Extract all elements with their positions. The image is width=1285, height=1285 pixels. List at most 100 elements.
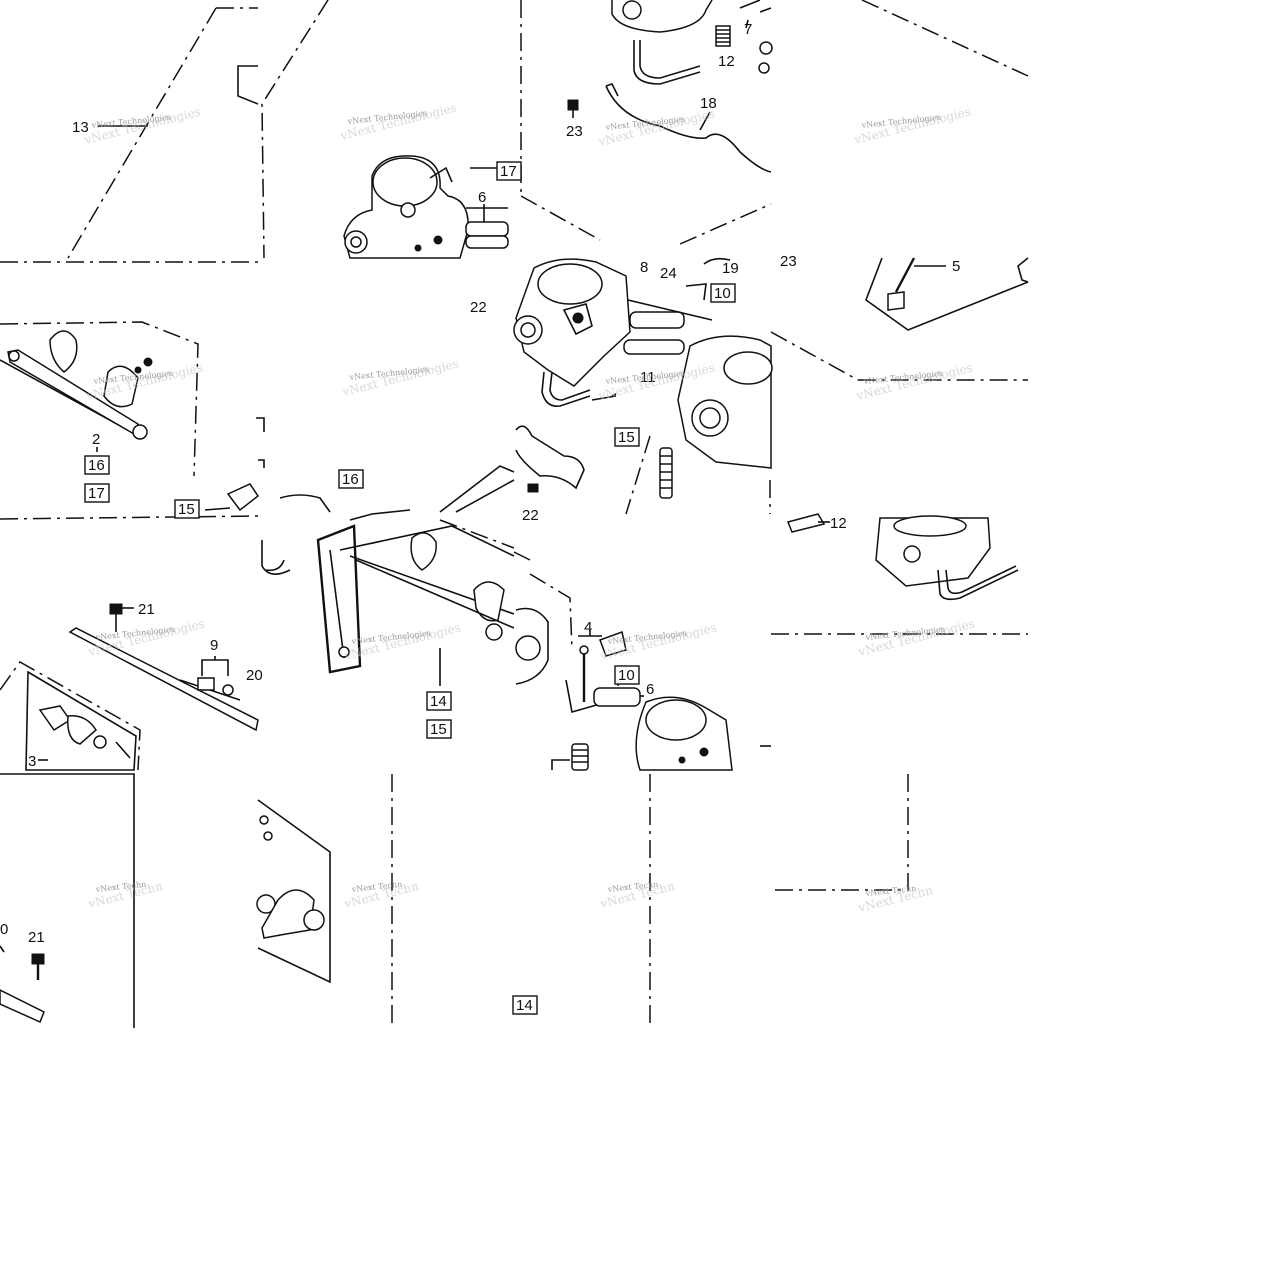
- pulley-bracket: [256, 815, 325, 939]
- tile-r4-c1: [0, 773, 135, 1028]
- label-box-15b: [174, 499, 200, 519]
- tile-r2-c1: [0, 321, 260, 520]
- label-17a: 17: [500, 163, 517, 180]
- label-box-15c: [426, 719, 452, 739]
- label-13: 13: [72, 119, 89, 136]
- screw-23: [567, 99, 579, 118]
- label-box-17a: [496, 161, 522, 181]
- carburetor-lower: [635, 696, 733, 771]
- bolt-21b: [31, 953, 45, 980]
- throttle-rod-9: [68, 627, 259, 732]
- label-9: 9: [210, 637, 218, 654]
- throttle-link-bar: [316, 524, 362, 674]
- label-21b: 21: [28, 929, 45, 946]
- label-box-16b: [338, 469, 364, 489]
- label-4: 4: [584, 619, 592, 636]
- label-6b: 6: [646, 681, 654, 698]
- tile-r2-c2: [256, 417, 515, 513]
- label-10a: 10: [714, 285, 731, 302]
- label-16a: 16: [88, 457, 105, 474]
- label-15a: 15: [618, 429, 635, 446]
- label-12a: 12: [718, 53, 735, 70]
- label-14b: 14: [516, 997, 533, 1014]
- label-16b: 16: [342, 471, 359, 488]
- spring-lower: [571, 743, 589, 771]
- label-box-10a: [710, 283, 736, 303]
- throttle-shaft-2: [7, 349, 148, 440]
- spring-12: [715, 25, 731, 47]
- label-22a: 22: [470, 299, 487, 316]
- label-box-14a: [426, 691, 452, 711]
- carburetor-left: [513, 258, 631, 408]
- tile-r1-c2: [261, 0, 509, 259]
- label-23a: 23: [566, 123, 583, 140]
- tile-r3-c4: [771, 513, 1028, 635]
- label-6a: 6: [478, 189, 486, 206]
- label-11: 11: [640, 369, 656, 386]
- tile-r2-c3: [513, 257, 773, 515]
- part-labels: 13 12 7 18 23 23 6 17 22 8 24 19 10 11 15 5 21 6 17 15 16 12 2…: [0, 21, 960, 1015]
- label-7: 7: [744, 21, 752, 38]
- tile-r2-c4: [770, 257, 1029, 381]
- label-box-17b: [84, 483, 110, 503]
- screw-22: [527, 483, 539, 493]
- carburetor-bowl: [875, 515, 1019, 601]
- tile-r1-c4: [861, 0, 1029, 77]
- label-box-10b: [614, 665, 640, 685]
- label-10b: 10: [618, 667, 635, 684]
- connector-pipe: [465, 207, 509, 249]
- label-8: 8: [640, 259, 648, 276]
- label-18: 18: [700, 95, 717, 112]
- label-20: 20: [246, 667, 263, 684]
- label-23b: 23: [780, 253, 797, 270]
- bolt-21a: [109, 603, 134, 632]
- tile-r4-c4: [771, 774, 909, 891]
- label-box-15a: [614, 427, 640, 447]
- label-24: 24: [660, 265, 677, 282]
- spring-15: [659, 447, 673, 499]
- label-box-16a: [84, 455, 110, 475]
- label-3: 3: [28, 753, 36, 770]
- tile-r4-c2: [256, 774, 393, 1028]
- carburetor-body: [343, 155, 469, 259]
- label-0: 0: [0, 921, 8, 938]
- bracket-3: [0, 661, 141, 771]
- adjuster-5: [887, 257, 946, 311]
- tile-r3-c2: [261, 494, 515, 686]
- label-19: 19: [722, 260, 739, 277]
- connector-10b: [565, 679, 644, 714]
- connector-pipe-10: [623, 299, 713, 355]
- gasket-18: [605, 83, 772, 173]
- label-22b: 22: [522, 507, 539, 524]
- label-12b: 12: [830, 515, 847, 532]
- label-box-14b: [512, 995, 538, 1015]
- tile-r3-c3: [513, 551, 771, 771]
- carburetor-right: [677, 335, 773, 469]
- label-15c: 15: [430, 721, 447, 738]
- label-14a: 14: [430, 693, 447, 710]
- label-5: 5: [952, 258, 960, 275]
- tile-r1-c3: [520, 0, 773, 245]
- shaft-14: [339, 525, 515, 641]
- tile-r1-c1: [0, 7, 259, 263]
- label-15b: 15: [178, 501, 195, 518]
- label-17b: 17: [88, 485, 105, 502]
- tile-r3-c1: [0, 603, 259, 771]
- pin-4: [578, 630, 602, 702]
